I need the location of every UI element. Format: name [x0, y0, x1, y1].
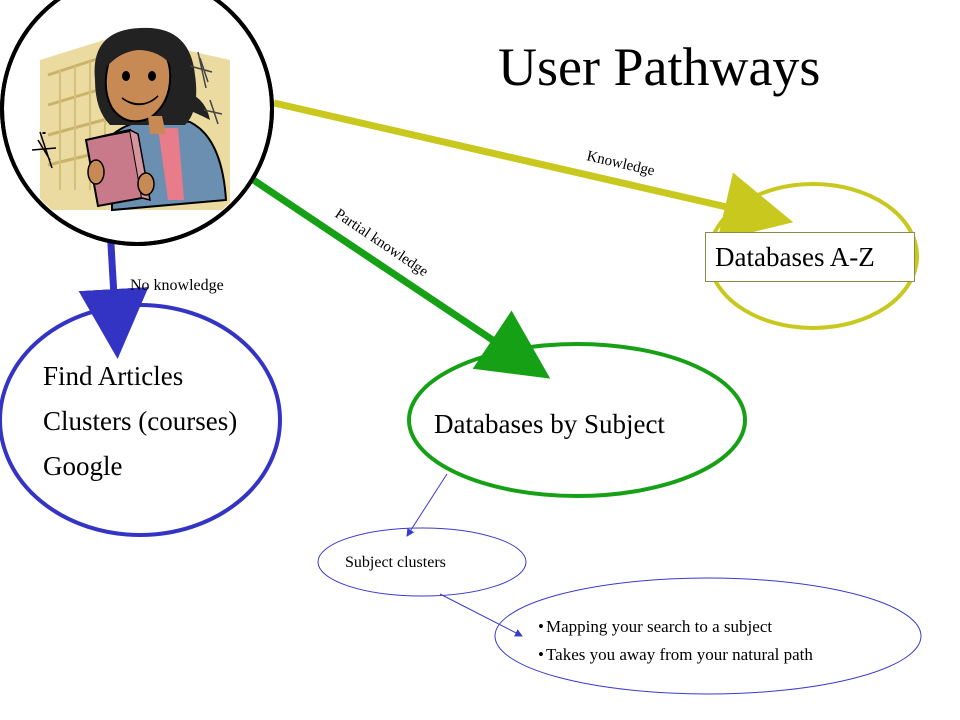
databases-by-subject-ellipse: [407, 342, 747, 498]
user-illustration-icon: [0, 0, 274, 246]
partial-knowledge-arrow: [223, 158, 551, 379]
notes-list: Mapping your search to a subject Takes y…: [538, 617, 813, 673]
left-options-list: Find Articles Clusters (courses) Google: [43, 361, 237, 496]
no-knowledge-label: No knowledge: [130, 277, 224, 294]
subject-clusters-ellipse: [317, 527, 527, 597]
databases-az-box: Databases A-Z: [705, 232, 915, 282]
databases-by-subject-label: Databases by Subject: [434, 409, 665, 439]
clusters-to-notes-arrow: [439, 593, 523, 637]
knowledge-arrow: [273, 99, 794, 241]
page-title: User Pathways: [498, 37, 821, 97]
list-item: Find Articles: [43, 361, 184, 391]
notes-ellipse: [494, 577, 922, 695]
list-item: Google: [43, 451, 123, 481]
subject-to-clusters-arrow: [406, 473, 448, 537]
subject-clusters-label: Subject clusters: [345, 554, 446, 571]
list-item: Takes you away from your natural path: [538, 645, 813, 665]
list-item: Mapping your search to a subject: [538, 617, 813, 637]
databases-az-label: Databases A-Z: [715, 242, 875, 272]
list-item: Clusters (courses): [43, 406, 238, 436]
